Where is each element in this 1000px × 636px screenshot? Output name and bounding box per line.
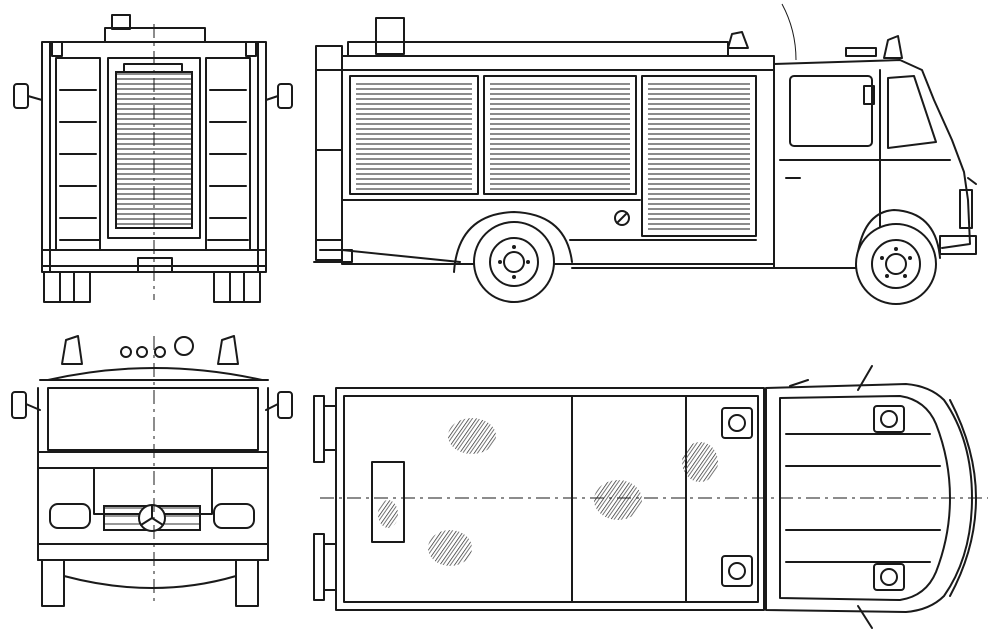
front-left-headlight — [49, 503, 91, 529]
side-beacon-rear — [727, 31, 749, 49]
roof-shading — [428, 530, 472, 566]
top-roof-hatch — [371, 461, 405, 543]
roof-shading — [448, 418, 496, 454]
rear-roller-shutter — [107, 57, 201, 239]
rear-left-mirror — [13, 83, 29, 109]
roof-shading — [378, 500, 398, 528]
side-front-wheel — [855, 223, 937, 305]
top-rear-ladder-right — [313, 533, 325, 601]
rear-view — [13, 14, 293, 303]
rear-left-wheels — [43, 271, 91, 303]
front-siren — [174, 336, 194, 356]
rear-wheel-arch — [453, 211, 573, 273]
front-view — [11, 335, 293, 607]
front-right-wheel — [235, 559, 259, 607]
top-fitting-1 — [721, 407, 753, 439]
side-rear-ladder — [315, 45, 343, 261]
front-bumper — [37, 543, 269, 561]
roof-shading — [682, 442, 718, 482]
side-shutter-2 — [483, 75, 637, 195]
top-view — [313, 365, 988, 629]
front-left-mirror — [11, 391, 27, 419]
roof-shading — [594, 480, 642, 520]
rear-right-mirror — [277, 83, 293, 109]
roof-light-box — [111, 14, 131, 30]
front-left-beacon — [61, 335, 83, 365]
filler-cap — [614, 210, 630, 226]
side-roof-box — [375, 17, 405, 55]
rear-right-ladder — [205, 57, 251, 251]
top-rear-ladder-left — [313, 395, 325, 463]
front-right-mirror — [277, 391, 293, 419]
roof-equipment-rack — [104, 27, 206, 43]
top-mirror-arm — [857, 605, 873, 629]
side-shutter-1 — [349, 75, 479, 195]
side-view — [313, 3, 977, 305]
windshield-profile — [887, 75, 937, 149]
mercedes-star-icon — [138, 504, 166, 532]
front-left-wheel — [41, 559, 65, 607]
rear-left-ladder — [55, 57, 101, 251]
front-right-headlight — [213, 503, 255, 529]
top-body-roof — [335, 387, 765, 611]
side-shutter-3 — [641, 75, 757, 237]
top-mirror-arm — [857, 365, 873, 391]
front-right-beacon — [217, 335, 239, 365]
front-roof — [47, 367, 263, 381]
antenna — [781, 3, 797, 61]
side-rear-wheel — [473, 221, 555, 303]
rear-right-wheels — [213, 271, 261, 303]
cab-side-window — [789, 75, 873, 147]
front-windshield — [47, 387, 259, 451]
side-beacon-cab — [883, 35, 903, 59]
front-wheel-arch — [855, 209, 941, 269]
top-fitting-2 — [721, 555, 753, 587]
front-bumper-side — [939, 235, 977, 255]
